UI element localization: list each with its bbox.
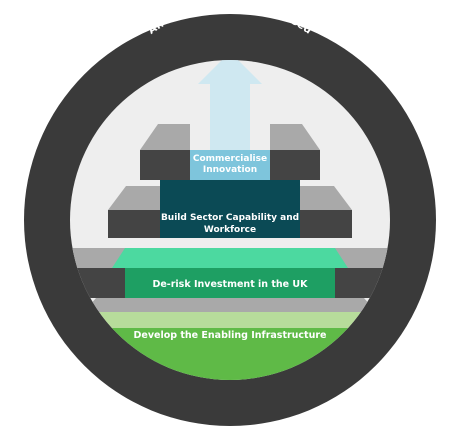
stair-tread [270, 124, 320, 150]
stair-riser [108, 210, 160, 238]
stair-tread [84, 298, 376, 312]
step-capability-label-line1: Build Sector Capability and [161, 213, 299, 223]
step-infrastructure-top [80, 312, 380, 330]
step-innovation-label-line1: Commercialise [193, 154, 267, 164]
stair-tread [108, 186, 160, 210]
stair-tread [140, 124, 190, 150]
step-investment-top [112, 248, 348, 268]
stair-tread [335, 248, 388, 268]
step-innovation [190, 150, 270, 180]
staircase [70, 60, 390, 380]
stair-riser [300, 210, 352, 238]
step-capability-label-line2: Workforce [204, 225, 256, 235]
step-investment [125, 268, 335, 298]
stair-riser [140, 150, 190, 180]
step-capability [160, 180, 300, 238]
upward-arrow-icon [198, 60, 262, 150]
stair-tread [300, 186, 352, 210]
step-innovation-label-line2: Innovation [203, 165, 257, 175]
stair-riser [270, 150, 320, 180]
step-infrastructure-label: Develop the Enabling Infrastructure [134, 330, 327, 341]
stair-tread [72, 248, 125, 268]
step-investment-label: De-risk Investment in the UK [152, 279, 308, 290]
